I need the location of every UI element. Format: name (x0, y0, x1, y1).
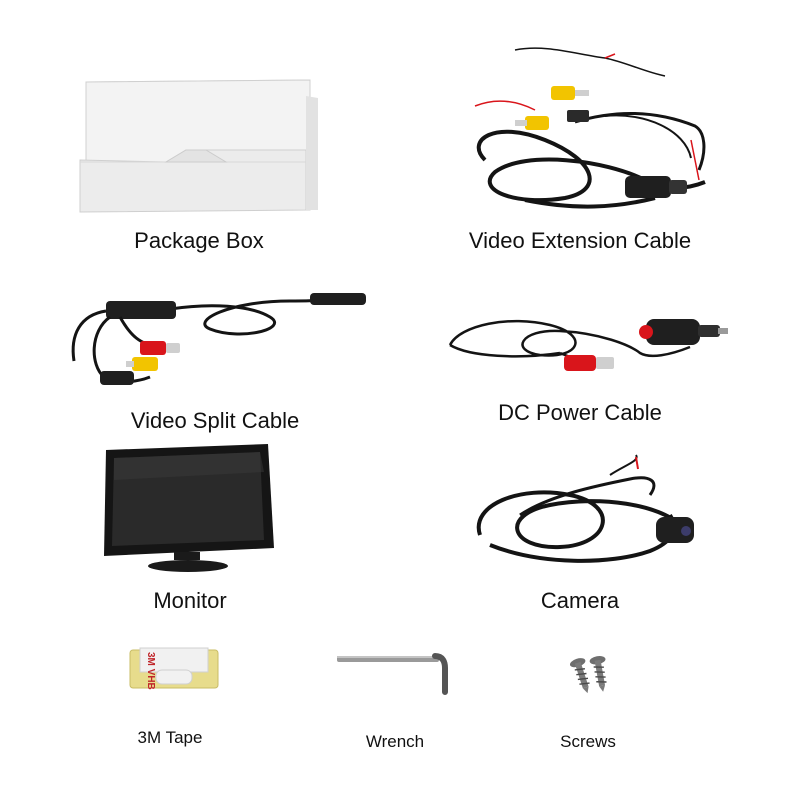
camera-label: Camera (540, 588, 620, 613)
monitor-icon (104, 444, 274, 572)
wrench-label: Wrench (365, 732, 425, 751)
screws-icon (569, 656, 607, 694)
package-box-icon (79, 79, 318, 213)
video-split-cable-icon (71, 293, 366, 385)
dc-power-cable-label: DC Power Cable (498, 400, 662, 425)
camera-icon (476, 454, 694, 563)
package-box-label: Package Box (134, 228, 264, 253)
screws-label: Screws (560, 732, 616, 751)
tape-icon: 3M VHB (129, 647, 219, 690)
dc-power-cable-icon (448, 319, 728, 371)
wrench-icon (337, 653, 448, 695)
tape-print: 3M VHB (145, 652, 156, 690)
video-extension-cable-label: Video Extension Cable (468, 228, 692, 253)
monitor-label: Monitor (153, 588, 227, 613)
video-split-cable-label: Video Split Cable (130, 408, 300, 433)
video-extension-cable-icon (474, 47, 706, 209)
tape-label: 3M Tape (137, 728, 203, 747)
